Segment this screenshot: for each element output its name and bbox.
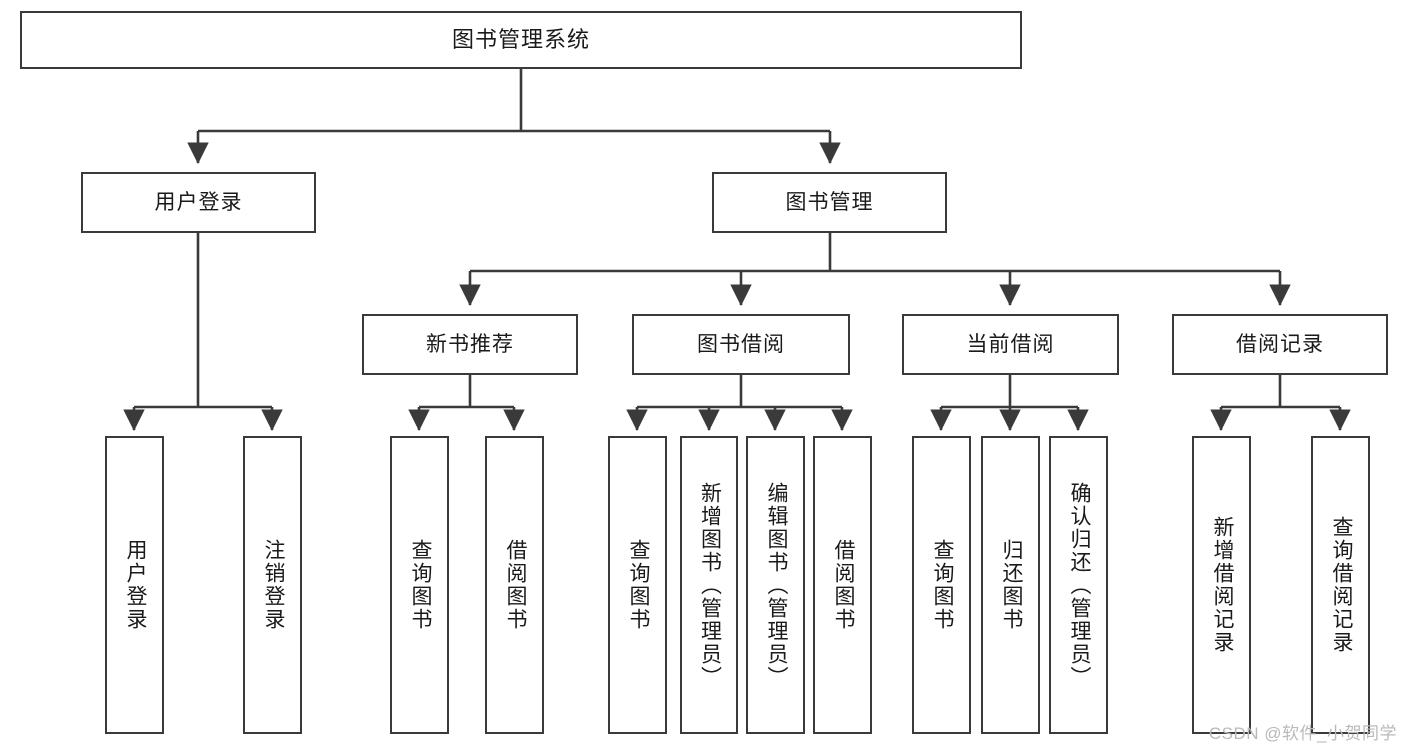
leaf-label: 新增借阅记录 xyxy=(1210,516,1234,654)
watermark: CSDN @软件_小贺同学 xyxy=(1208,724,1397,743)
node-root-system[interactable]: 图书管理系统 xyxy=(20,11,1022,69)
node-new-book-recommend[interactable]: 新书推荐 xyxy=(362,314,578,375)
node-borrow-record[interactable]: 借阅记录 xyxy=(1172,314,1388,375)
leaf-borrow-book[interactable]: 借阅图书 xyxy=(813,436,872,734)
leaf-label: 借阅图书 xyxy=(831,539,855,631)
leaf-return-book[interactable]: 归还图书 xyxy=(981,436,1040,734)
leaf-add-borrow-record[interactable]: 新增借阅记录 xyxy=(1192,436,1251,734)
leaf-query-book-current[interactable]: 查询图书 xyxy=(912,436,971,734)
leaf-borrow-book-recommend[interactable]: 借阅图书 xyxy=(485,436,544,734)
leaf-logout[interactable]: 注销登录 xyxy=(243,436,302,734)
leaf-label: 确认归还（管理员） xyxy=(1067,481,1091,689)
leaf-user-login[interactable]: 用户登录 xyxy=(105,436,164,734)
leaf-query-book-borrow[interactable]: 查询图书 xyxy=(608,436,667,734)
leaf-query-borrow-record[interactable]: 查询借阅记录 xyxy=(1311,436,1370,734)
leaf-label: 用户登录 xyxy=(123,539,147,631)
leaf-label: 查询图书 xyxy=(930,539,954,631)
leaf-label: 注销登录 xyxy=(261,539,285,631)
node-user-login[interactable]: 用户登录 xyxy=(81,172,316,233)
leaf-query-book-recommend[interactable]: 查询图书 xyxy=(390,436,449,734)
node-book-management[interactable]: 图书管理 xyxy=(712,172,947,233)
leaf-label: 编辑图书（管理员） xyxy=(764,481,788,689)
leaf-label: 查询借阅记录 xyxy=(1329,516,1353,654)
leaf-label: 借阅图书 xyxy=(503,539,527,631)
leaf-label: 归还图书 xyxy=(999,539,1023,631)
leaf-label: 新增图书（管理员） xyxy=(698,481,722,689)
leaf-add-book-admin[interactable]: 新增图书（管理员） xyxy=(680,436,738,734)
leaf-edit-book-admin[interactable]: 编辑图书（管理员） xyxy=(746,436,805,734)
node-current-borrow[interactable]: 当前借阅 xyxy=(902,314,1119,375)
leaf-label: 查询图书 xyxy=(626,539,650,631)
node-book-borrow[interactable]: 图书借阅 xyxy=(632,314,850,375)
leaf-label: 查询图书 xyxy=(408,539,432,631)
leaf-confirm-return-admin[interactable]: 确认归还（管理员） xyxy=(1049,436,1108,734)
